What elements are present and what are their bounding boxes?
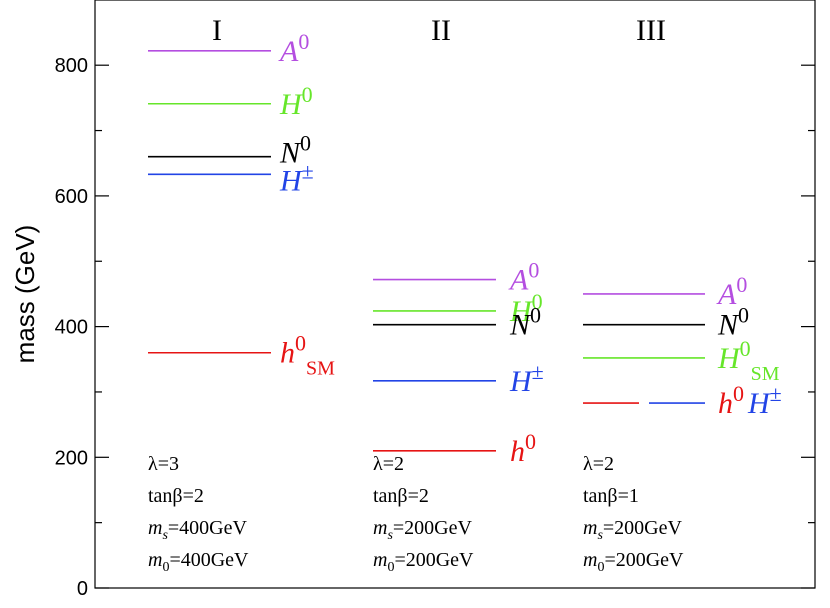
particle-label: H± — [279, 158, 314, 197]
scenario-parameter: m0=200GeV — [373, 549, 474, 575]
y-tick-label: 200 — [55, 447, 88, 469]
y-tick-label: 600 — [55, 186, 88, 208]
scenario-parameter: ms=400GeV — [148, 517, 248, 543]
particle-label: A0 — [278, 29, 309, 68]
particle-label: h0 — [510, 429, 536, 468]
scenario-parameter: ms=200GeV — [373, 517, 473, 543]
particle-label: H0 — [279, 82, 313, 121]
scenario-parameter: ms=200GeV — [583, 517, 683, 543]
scenario-parameter: tanβ=2 — [373, 485, 429, 507]
scenario-parameter: m0=200GeV — [583, 549, 684, 575]
particle-label: h0SM — [280, 331, 335, 380]
particle-label: N0 — [717, 303, 749, 342]
scenario-panels: IA0H0N0H±h0SMλ=3tanβ=2ms=400GeVm0=400GeV… — [148, 14, 782, 575]
scenario-parameter: λ=2 — [583, 453, 614, 475]
scenario-parameter: tanβ=2 — [148, 485, 204, 507]
y-axis-ticks: 0 200 400 600 800 — [55, 55, 815, 600]
plot-frame — [94, 0, 816, 589]
particle-label: A0 — [716, 272, 747, 311]
scenario-title: I — [212, 14, 222, 47]
y-tick-label: 800 — [55, 55, 88, 77]
particle-label: H± — [509, 359, 544, 398]
particle-label: H0SM — [717, 336, 780, 385]
scenario-parameter: tanβ=1 — [583, 485, 639, 507]
y-tick-label: 0 — [77, 578, 88, 600]
particle-label: H0 — [509, 289, 543, 328]
particle-label: A0 — [508, 258, 539, 297]
y-axis-label: mass (GeV) — [10, 225, 40, 364]
scenario-title: III — [636, 14, 666, 47]
scenario-title: II — [431, 14, 451, 47]
particle-label: H± — [747, 381, 782, 420]
scenario-parameter: λ=3 — [148, 453, 179, 475]
scenario-parameter: m0=400GeV — [148, 549, 249, 575]
particle-label: N0 — [509, 303, 541, 342]
y-tick-label: 400 — [55, 317, 88, 339]
particle-label: h0 — [718, 381, 744, 420]
particle-label: N0 — [279, 131, 311, 170]
scenario-parameter: λ=2 — [373, 453, 404, 475]
